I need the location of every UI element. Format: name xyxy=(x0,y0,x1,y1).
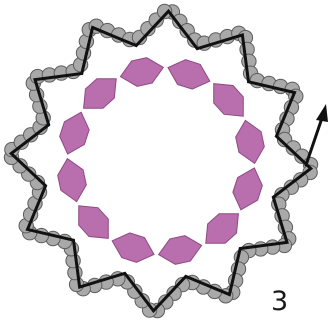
bicone-bead xyxy=(156,233,204,268)
bicone-bead xyxy=(69,197,118,247)
bicone-bead xyxy=(164,55,214,93)
bicone-bead xyxy=(55,108,93,158)
bicone-bead xyxy=(108,228,158,266)
thread-path xyxy=(11,11,311,311)
arrow-up-icon xyxy=(306,104,328,165)
step-number: 3 xyxy=(271,285,301,319)
bicone-bead xyxy=(233,118,268,166)
bicone-bead xyxy=(75,69,125,118)
seed-bead-ring xyxy=(4,4,317,317)
bicone-bead xyxy=(197,204,247,253)
bicone-bead xyxy=(228,164,266,214)
bicone-bead xyxy=(204,75,253,125)
bicone-bead xyxy=(118,55,166,90)
bicone-bead xyxy=(55,156,90,204)
bicone-bead-ring xyxy=(55,55,268,268)
